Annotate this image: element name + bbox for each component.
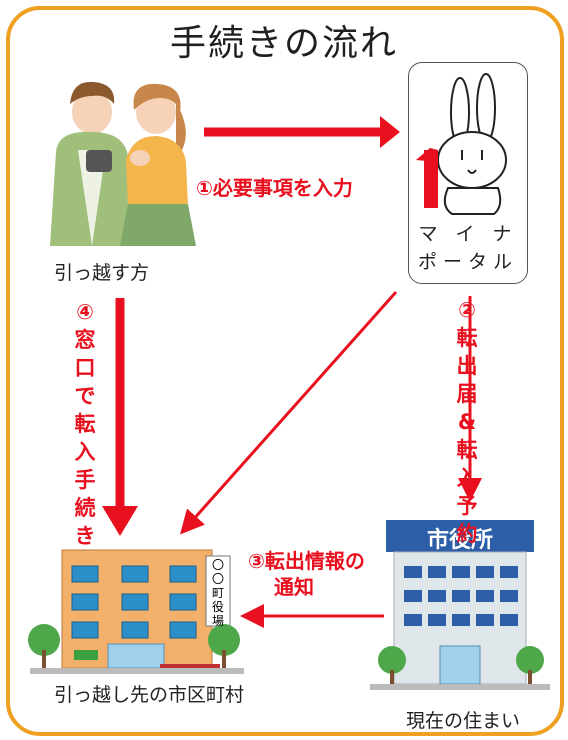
city-hall-building xyxy=(370,520,550,690)
step2-char: ② xyxy=(458,298,476,322)
step2-char: 予 xyxy=(456,494,478,518)
step4-char: 手 xyxy=(74,468,96,492)
arrow-portal-to-town xyxy=(180,291,398,535)
step1-label: ①必要事項を入力 xyxy=(196,176,353,200)
portal-label-line2: ポータル xyxy=(417,251,518,273)
step4-char: 入 xyxy=(74,440,96,464)
step4-char: 転 xyxy=(74,412,96,436)
step3-line1: ③転出情報の xyxy=(248,549,365,573)
town-sign-char: 町 xyxy=(211,586,224,600)
current-home-label: 現在の住まい xyxy=(406,710,521,732)
town-hall-sign: 〇〇町役場 xyxy=(205,558,231,628)
step2-char: 転 xyxy=(456,326,478,350)
page-title: 手続きの流れ xyxy=(169,23,398,64)
step3-line2: 通知 xyxy=(274,575,314,599)
step3-label: ③転出情報の 通知 xyxy=(248,548,365,600)
town-sign-char: 〇 xyxy=(211,558,224,572)
new-town-label: 引っ越し先の市区町村 xyxy=(54,684,245,706)
step4-char: 口 xyxy=(74,356,96,380)
step2-char: 出 xyxy=(456,354,478,378)
step4-char: き xyxy=(74,524,96,548)
step4-char: ④ xyxy=(76,300,94,324)
step2-char: 約 xyxy=(456,522,478,546)
step2-char: 届 xyxy=(456,382,478,406)
step4-char: 窓 xyxy=(74,328,96,352)
step4-char: で xyxy=(74,384,96,408)
step4-char: 続 xyxy=(74,496,96,520)
mover-label: 引っ越す方 xyxy=(54,262,150,284)
town-sign-char: 場 xyxy=(211,614,224,628)
step4-label: ④ 窓口で転入手続き xyxy=(68,298,102,550)
town-sign-char: 〇 xyxy=(211,572,224,586)
portal-label-line1: マ イ ナ xyxy=(418,223,518,245)
city-hall-sign: 市役所 xyxy=(426,528,493,553)
town-hall-building xyxy=(28,549,244,674)
town-sign-char: 役 xyxy=(211,600,224,614)
couple-illustration xyxy=(50,81,196,246)
step2-char: 入 xyxy=(456,466,478,490)
step2-char: 転 xyxy=(456,438,478,462)
step2-char: & xyxy=(457,410,477,434)
